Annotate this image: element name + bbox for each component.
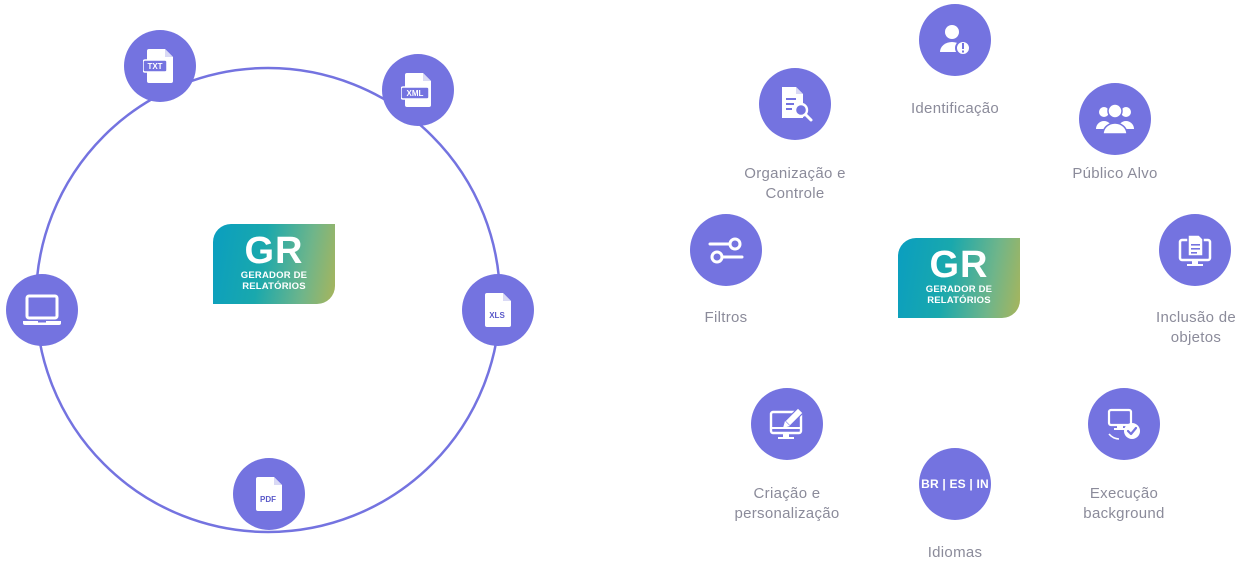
filter-toggle-icon [708, 237, 744, 264]
feature-node-organizacao[interactable] [759, 68, 831, 140]
languages-icon-text: BR | ES | IN [921, 477, 989, 491]
monitor-brush-icon [769, 407, 804, 439]
format-node-xls[interactable]: XLS [462, 274, 534, 346]
feature-label-execucao: Execução background [1083, 485, 1165, 522]
format-label-xml: XML [407, 89, 424, 98]
user-alert-icon [940, 25, 971, 56]
xml-file-icon: XML [401, 73, 431, 107]
gr-logo-right: GR GERADOR DE RELATÓRIOS [898, 238, 1020, 318]
feature-label-identificacao: Identificação [910, 100, 1000, 117]
feature-label-criacao: Criação e personalização [734, 485, 840, 522]
feature-label-publico: Público Alvo [1072, 165, 1158, 182]
format-label-txt: TXT [147, 62, 162, 71]
document-monitor-icon [1178, 234, 1212, 266]
logo-title: GR [244, 230, 304, 272]
document-search-icon [782, 87, 813, 122]
feature-label-filtros: Filtros [704, 309, 748, 326]
feature-node-publico[interactable] [1079, 83, 1151, 155]
laptop-icon [23, 294, 61, 325]
logo-title: GR [929, 244, 989, 286]
xls-file-icon: XLS [485, 293, 511, 327]
txt-file-icon: TXT [143, 49, 173, 83]
feature-node-idiomas[interactable]: BR | ES | IN [919, 448, 991, 520]
feature-label-idiomas: Idiomas [927, 544, 983, 561]
feature-node-filtros[interactable] [690, 214, 762, 286]
logo-subtitle-2: RELATÓRIOS [927, 295, 991, 306]
monitor-check-icon [1107, 408, 1140, 440]
users-group-icon [1096, 103, 1134, 135]
format-node-pdf[interactable]: PDF [233, 458, 305, 530]
feature-label-organizacao: Organização e Controle [744, 165, 846, 202]
logo-subtitle-1: GERADOR DE [925, 284, 993, 295]
feature-node-inclusao[interactable] [1159, 214, 1231, 286]
format-label-pdf: PDF [260, 495, 276, 504]
format-label-xls: XLS [489, 311, 505, 320]
feature-label-inclusao: Inclusão de objetos [1155, 309, 1237, 346]
format-node-xml[interactable]: XML [382, 54, 454, 126]
feature-node-execucao[interactable] [1088, 388, 1160, 460]
feature-node-criacao[interactable] [751, 388, 823, 460]
gr-logo-left: GR GERADOR DE RELATÓRIOS [213, 224, 335, 304]
feature-node-identificacao[interactable] [919, 4, 991, 76]
format-node-txt[interactable]: TXT [124, 30, 196, 102]
format-node-screen[interactable] [6, 274, 78, 346]
pdf-file-icon: PDF [256, 477, 282, 511]
logo-subtitle-2: RELATÓRIOS [242, 281, 306, 292]
logo-subtitle-1: GERADOR DE [240, 270, 308, 281]
